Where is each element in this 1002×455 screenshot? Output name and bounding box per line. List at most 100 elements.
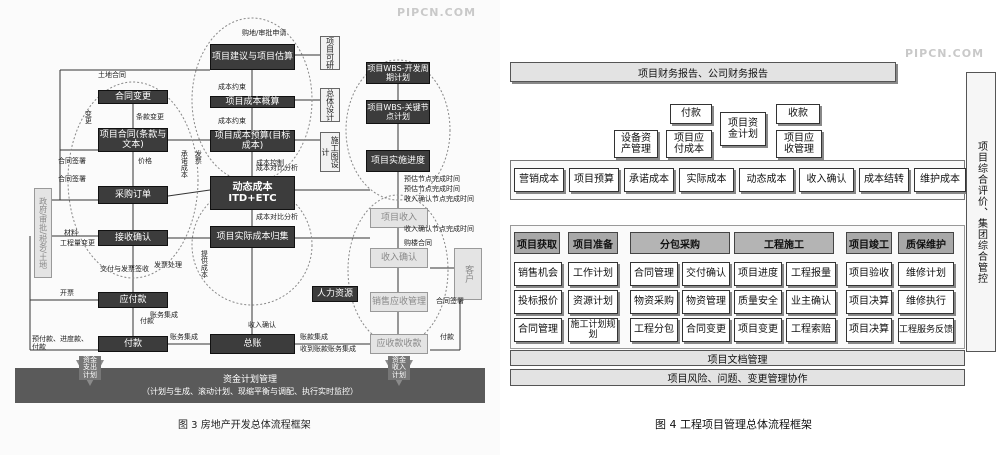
arrow-left-label: 资金支出计划 bbox=[79, 356, 101, 381]
box-receivable: 项目应收管理 bbox=[776, 130, 822, 158]
label-cost-control: 成本控制 bbox=[256, 159, 284, 167]
side-evaluation-bar: 项目综合评价、集团综合管控 bbox=[966, 72, 996, 352]
label-cost-compare-1: 成本对比分析 bbox=[256, 164, 298, 172]
box-feasibility: 项目可研 bbox=[320, 36, 340, 70]
figure4-caption: 图 4 工程项目管理总体流程框架 bbox=[655, 418, 812, 431]
label-material: 材料 bbox=[64, 229, 78, 237]
phase-header: 质保维护 bbox=[898, 232, 954, 254]
box-actual-cost: 项目实际成本归集 bbox=[210, 226, 295, 248]
grid-cell: 项目进度 bbox=[734, 262, 782, 286]
label-income-confirm: 收入确认 bbox=[248, 321, 276, 329]
grid-cell: 销售机会 bbox=[514, 262, 562, 286]
label-contract-sign-2: 合同签署 bbox=[58, 175, 86, 183]
grid-cell: 项目决算 bbox=[846, 318, 892, 342]
label-invoicing: 开票 bbox=[60, 289, 74, 297]
label-clause-change: 条款变更 bbox=[136, 113, 164, 121]
grid-cell: 交付确认 bbox=[682, 262, 730, 286]
fund-plan-title: 资金计划管理 bbox=[222, 374, 277, 385]
grid-cell: 合同变更 bbox=[682, 318, 730, 342]
label-cost-compare-2: 成本对比分析 bbox=[256, 213, 298, 221]
grid-cell: 合同管理 bbox=[630, 262, 678, 286]
label-cost-constraint-2: 成本约束 bbox=[218, 117, 246, 125]
label-account-integration-3: 账款集成 bbox=[300, 333, 328, 341]
cost-cell: 维护成本 bbox=[914, 168, 966, 192]
box-payable: 应付款 bbox=[98, 292, 168, 308]
label-node-time-2: 预估节点完成时间 bbox=[404, 185, 460, 193]
grid-cell: 资源计划 bbox=[568, 290, 618, 314]
label-account-integration-2: 账务集成 bbox=[150, 311, 178, 319]
box-human-resources: 人力资源 bbox=[312, 286, 358, 302]
box-contract-change: 合同变更 bbox=[98, 90, 168, 104]
box-progress: 项目实施进度 bbox=[366, 150, 430, 172]
box-general-ledger: 总账 bbox=[210, 334, 295, 354]
grid-cell: 工作计划 bbox=[568, 262, 618, 286]
label-provide-cost: 提供成本 bbox=[200, 250, 209, 278]
phase-header: 项目竣工 bbox=[846, 232, 892, 254]
grid-cell: 业主确认 bbox=[786, 290, 836, 314]
grid-cell: 工程服务反馈 bbox=[898, 318, 954, 342]
box-customer: 客户 bbox=[454, 248, 482, 300]
grid-cell: 投标报价 bbox=[514, 290, 562, 314]
grid-cell: 工程报量 bbox=[786, 262, 836, 286]
label-received-integration: 收到账款账务集成 bbox=[300, 345, 356, 353]
phase-header: 项目准备 bbox=[568, 232, 618, 254]
cost-cell: 项目预算 bbox=[569, 168, 619, 192]
grid-cell: 工程索赔 bbox=[786, 318, 836, 342]
cost-cell: 营销成本 bbox=[514, 168, 564, 192]
figure4-panel: PIPCN.COM 项目财务报告、公司财务报告 付款 项目资金计划 收款 设备资… bbox=[502, 0, 1002, 455]
grid-cell: 工程分包 bbox=[630, 318, 678, 342]
label-contract-sign-1: 合同签署 bbox=[58, 157, 86, 165]
box-payable-cost: 项目应付成本 bbox=[666, 130, 712, 158]
grid-cell: 物资管理 bbox=[682, 290, 730, 314]
label-node-time-1: 预估节点完成时间 bbox=[404, 175, 460, 183]
cost-cell: 收入确认 bbox=[799, 168, 854, 192]
box-equipment: 设备资产管理 bbox=[614, 130, 658, 158]
box-construction-design: 施工图设计 bbox=[320, 132, 340, 172]
box-payment: 付款 bbox=[670, 104, 712, 124]
cost-cell: 实际成本 bbox=[679, 168, 734, 192]
label-quantity-change: 工程量变更 bbox=[60, 239, 95, 247]
grid-cell: 物资采购 bbox=[630, 290, 678, 314]
label-income-node-2: 收入确认节点完成时间 bbox=[404, 225, 474, 233]
fund-plan-sub: （计划与生成、滚动计划、现缩平衡与调配、执行实时监控） bbox=[142, 387, 358, 397]
cost-cell: 动态成本 bbox=[739, 168, 794, 192]
phase-header: 分包采购 bbox=[630, 232, 730, 254]
doc-management-bar: 项目文档管理 bbox=[510, 350, 965, 366]
box-collection: 收款 bbox=[776, 104, 820, 124]
label-invoice: 发票 bbox=[194, 150, 203, 164]
label-top: 购地/审批申请 bbox=[242, 29, 287, 37]
label-cost-constraint-1: 成本约束 bbox=[218, 83, 246, 91]
phase-header: 工程施工 bbox=[734, 232, 834, 254]
label-income-node-1: 收入确认节点完成时间 bbox=[404, 195, 474, 203]
box-ghost-collection: 应收款收款 bbox=[370, 334, 428, 354]
grid-cell: 合同管理 bbox=[514, 318, 562, 342]
risk-management-bar: 项目风险、问题、变更管理协作 bbox=[510, 369, 965, 386]
label-pay: 付款 bbox=[140, 317, 154, 325]
grid-cell: 维修执行 bbox=[898, 290, 954, 314]
cost-cell: 成本结转 bbox=[859, 168, 909, 192]
box-dynamic-cost: 动态成本 ITD+ETC bbox=[210, 176, 295, 210]
label-account-integration-1: 账务集成 bbox=[170, 333, 198, 341]
label-committed-cost: 承诺成本 bbox=[180, 150, 189, 178]
cost-cell: 承诺成本 bbox=[624, 168, 674, 192]
box-project-contract: 项目合同(条款与文本) bbox=[98, 128, 168, 152]
label-pay-right: 付款 bbox=[440, 333, 454, 341]
box-payment: 付款 bbox=[98, 336, 168, 352]
phase-header: 项目获取 bbox=[514, 232, 560, 254]
grid-cell: 项目变更 bbox=[734, 318, 782, 342]
box-project-estimate: 项目建议与项目估算 bbox=[210, 44, 295, 70]
label-delivery-invoice: 交付与发票签收 bbox=[100, 265, 149, 273]
label-invoice-processing: 发票处理 bbox=[154, 261, 182, 269]
box-purchase-order: 采购订单 bbox=[98, 186, 168, 204]
label-change: 变更 bbox=[84, 110, 93, 124]
figure3-watermark: PIPCN.COM bbox=[397, 6, 477, 19]
figure3-caption: 图 3 房地产开发总体流程框架 bbox=[178, 420, 311, 431]
box-ghost-income: 项目收入 bbox=[370, 208, 428, 228]
grid-cell: 项目决算 bbox=[846, 290, 892, 314]
label-land-contract: 土地合同 bbox=[98, 71, 126, 79]
box-total-design: 总体设计 bbox=[320, 88, 340, 122]
box-wbs-key: 项目WBS-关键节点计划 bbox=[366, 100, 430, 124]
grid-cell: 质量安全 bbox=[734, 290, 782, 314]
label-purchase-contract: 购楼合同 bbox=[404, 239, 432, 247]
box-wbs-dev: 项目WBS-开发周期计划 bbox=[366, 62, 430, 84]
